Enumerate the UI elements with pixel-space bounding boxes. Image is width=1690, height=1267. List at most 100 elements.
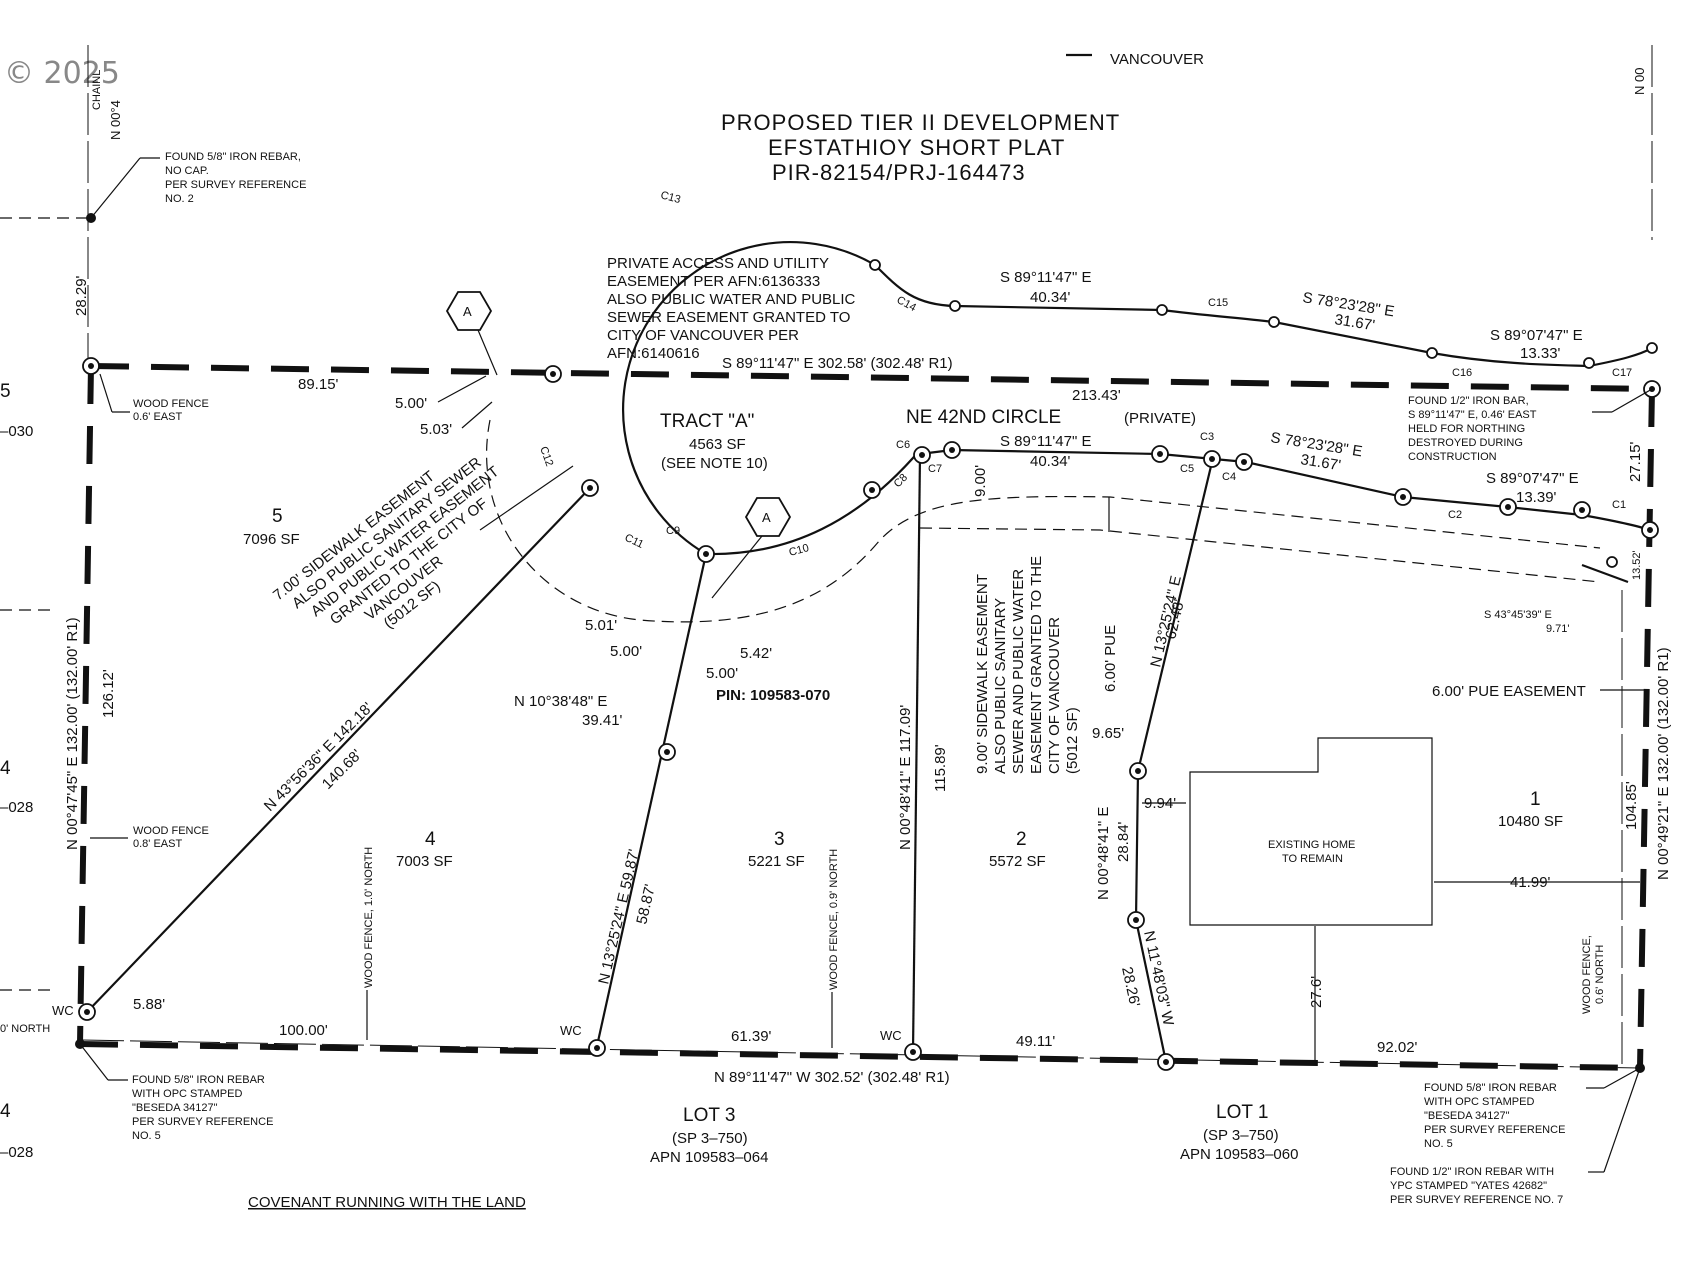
lot-2-number: 2 bbox=[1016, 829, 1027, 850]
dim-500a: 5.00' bbox=[395, 395, 427, 412]
curve-c13: C13 bbox=[659, 189, 682, 206]
top-street-label: VANCOUVER bbox=[1110, 51, 1204, 68]
curve-point bbox=[1646, 342, 1658, 354]
svg-text:ALSO PUBLIC WATER AND PUBLIC: ALSO PUBLIC WATER AND PUBLIC bbox=[607, 291, 856, 308]
dim-500c: 5.00' bbox=[706, 665, 738, 682]
pue-label: 6.00' PUE bbox=[1102, 625, 1119, 692]
svg-text:FOUND 5/8" IRON REBAR: FOUND 5/8" IRON REBAR bbox=[132, 1074, 265, 1086]
dim-588: 5.88' bbox=[133, 996, 165, 1013]
easement-line-inner bbox=[919, 527, 1601, 583]
curve-c1: C1 bbox=[1612, 499, 1626, 511]
existing-home-outline bbox=[1189, 737, 1433, 926]
note-private-access: PRIVATE ACCESS AND UTILITY EASEMENT PER … bbox=[607, 255, 856, 362]
dim-lot23: N 00°48'41" E 117.09' bbox=[897, 705, 914, 850]
existing-home-label-1: EXISTING HOME bbox=[1268, 839, 1355, 851]
hex-marker-a-upper: A bbox=[445, 291, 498, 376]
svg-text:YPC STAMPED "YATES 42682": YPC STAMPED "YATES 42682" bbox=[1390, 1180, 1547, 1192]
adjacent-lot3-apn: APN 109583–064 bbox=[650, 1149, 768, 1166]
note-found-rebar-bottom-right: FOUND 5/8" IRON REBAR WITH OPC STAMPED "… bbox=[1424, 1067, 1641, 1150]
svg-text:FOUND 1/2" IRON REBAR WITH: FOUND 1/2" IRON REBAR WITH bbox=[1390, 1166, 1554, 1178]
tract-area: 4563 SF bbox=[689, 436, 746, 453]
svg-text:PER SURVEY REFERENCE: PER SURVEY REFERENCE bbox=[165, 179, 306, 191]
dim-500a-leader bbox=[437, 375, 487, 403]
dim-542: 5.42' bbox=[740, 645, 772, 662]
dim-south-line: N 89°11'47" W 302.52' (302.48' R1) bbox=[714, 1069, 950, 1086]
svg-text:NO. 5: NO. 5 bbox=[132, 1130, 161, 1142]
svg-text:PER SURVEY REFERENCE: PER SURVEY REFERENCE bbox=[132, 1116, 273, 1128]
svg-text:EASEMENT PER AFN:6136333: EASEMENT PER AFN:6136333 bbox=[607, 273, 820, 290]
south-boundary bbox=[79, 1041, 1641, 1071]
svg-text:CITY OF VANCOUVER PER: CITY OF VANCOUVER PER bbox=[607, 327, 799, 344]
curve-point bbox=[949, 300, 961, 312]
lot-line-2-3 bbox=[911, 453, 922, 1053]
note-wood-fence-10-north: WOOD FENCE, 1.0' NORTH bbox=[363, 847, 375, 988]
svg-text:PRIVATE ACCESS AND UTILITY: PRIVATE ACCESS AND UTILITY bbox=[607, 255, 829, 272]
curve-point bbox=[1156, 304, 1168, 316]
dim-west-line: N 00°47'45" E 132.00' (132.00' R1) bbox=[64, 617, 81, 850]
monuments bbox=[75, 213, 1661, 1073]
adjacent-lot1-sp: (SP 3–750) bbox=[1203, 1127, 1279, 1144]
svg-text:A: A bbox=[762, 510, 771, 525]
svg-text:CITY OF VANCOUVER: CITY OF VANCOUVER bbox=[1046, 617, 1063, 774]
dim-road-n3-dist: 13.33' bbox=[1520, 345, 1561, 362]
dim-503-leader bbox=[461, 401, 493, 429]
dim-west-28: 28.29' bbox=[73, 275, 90, 316]
road-south-edge bbox=[919, 448, 1651, 532]
curve-c4: C4 bbox=[1222, 471, 1236, 483]
adjacent-lot1-name: LOT 1 bbox=[1216, 1102, 1268, 1123]
svg-text:A: A bbox=[463, 304, 472, 319]
svg-text:S 89°11'47" E, 0.46' EAST: S 89°11'47" E, 0.46' EAST bbox=[1408, 409, 1537, 421]
wc-marker-west: WC bbox=[52, 1003, 74, 1018]
curve-c15: C15 bbox=[1208, 297, 1228, 309]
svg-text:WOOD FENCE,: WOOD FENCE, bbox=[1581, 935, 1593, 1014]
wc-marker-lot23: WC bbox=[880, 1028, 902, 1043]
dim-500b: 5.00' bbox=[610, 643, 642, 660]
svg-text:WOOD FENCE: WOOD FENCE bbox=[133, 398, 209, 410]
lot-2-area: 5572 SF bbox=[989, 853, 1046, 870]
left-edge-lot4b-apn: –028 bbox=[0, 1144, 33, 1161]
curve-c16: C16 bbox=[1452, 367, 1472, 379]
watermark: © 2025 bbox=[4, 56, 120, 91]
dim-lot23-dist: 115.89' bbox=[932, 744, 949, 792]
dim-road-n3: S 89°07'47" E bbox=[1490, 327, 1583, 344]
curve-c3: C3 bbox=[1200, 431, 1214, 443]
svg-text:0.6' NORTH: 0.6' NORTH bbox=[1594, 945, 1606, 1004]
lot-5-number: 5 bbox=[272, 506, 283, 527]
curve-c6: C6 bbox=[896, 439, 910, 451]
dim-503: 5.03' bbox=[420, 421, 452, 438]
svg-text:"BESEDA 34127": "BESEDA 34127" bbox=[1424, 1110, 1510, 1122]
dim-south-100: 100.00' bbox=[279, 1022, 328, 1039]
curve-point bbox=[1606, 556, 1618, 568]
dim-south-61: 61.39' bbox=[731, 1028, 772, 1045]
svg-text:CONSTRUCTION: CONSTRUCTION bbox=[1408, 451, 1497, 463]
dim-276: 27.6' bbox=[1308, 976, 1325, 1008]
top-right-bearing: N 00 bbox=[1632, 68, 1647, 95]
lot-line-3-4 bbox=[595, 553, 708, 1047]
svg-text:FOUND 5/8" IRON REBAR,: FOUND 5/8" IRON REBAR, bbox=[165, 151, 301, 163]
note-wood-fence-06-north: WOOD FENCE, 0.6' NORTH bbox=[1581, 935, 1606, 1014]
cul-de-sac-curve bbox=[622, 241, 921, 556]
svg-text:FOUND 1/2" IRON BAR,: FOUND 1/2" IRON BAR, bbox=[1408, 395, 1529, 407]
dim-east-line: N 00°49'21" E 132.00' (132.00' R1) bbox=[1655, 647, 1672, 880]
left-edge-north: 0' NORTH bbox=[0, 1023, 50, 1035]
existing-home-label-2: TO REMAIN bbox=[1282, 853, 1343, 865]
top-left-chainlink: CHAINL bbox=[91, 70, 103, 110]
dim-north-line: S 89°11'47" E 302.58' (302.48' R1) bbox=[722, 355, 953, 372]
curve-point bbox=[1426, 347, 1438, 359]
svg-text:"BESEDA 34127": "BESEDA 34127" bbox=[132, 1102, 218, 1114]
dim-lot12-mid-dist: 28.84' bbox=[1115, 821, 1132, 862]
dim-road-s1: S 89°11'47" E bbox=[1000, 433, 1091, 450]
svg-text:PER SURVEY REFERENCE NO. 7: PER SURVEY REFERENCE NO. 7 bbox=[1390, 1194, 1563, 1206]
curve-point bbox=[869, 259, 881, 271]
dim-213: 213.43' bbox=[1072, 387, 1121, 404]
note-covenant: COVENANT RUNNING WITH THE LAND bbox=[248, 1194, 526, 1211]
lot-line-1-2 bbox=[1134, 461, 1214, 1063]
svg-text:(5012 SF): (5012 SF) bbox=[1064, 707, 1081, 774]
note-sidewalk-9: 9.00' SIDEWALK EASEMENT ALSO PUBLIC SANI… bbox=[974, 556, 1081, 774]
note-wood-fence-08-east: WOOD FENCE 0.8' EAST bbox=[90, 825, 209, 850]
svg-text:AFN:6140616: AFN:6140616 bbox=[607, 345, 700, 362]
dim-lot12-bot: N 11°48'03" W bbox=[1140, 929, 1177, 1028]
svg-text:SEWER AND PUBLIC WATER: SEWER AND PUBLIC WATER bbox=[1010, 569, 1027, 774]
dim-road-n1-dist: 40.34' bbox=[1030, 289, 1071, 306]
